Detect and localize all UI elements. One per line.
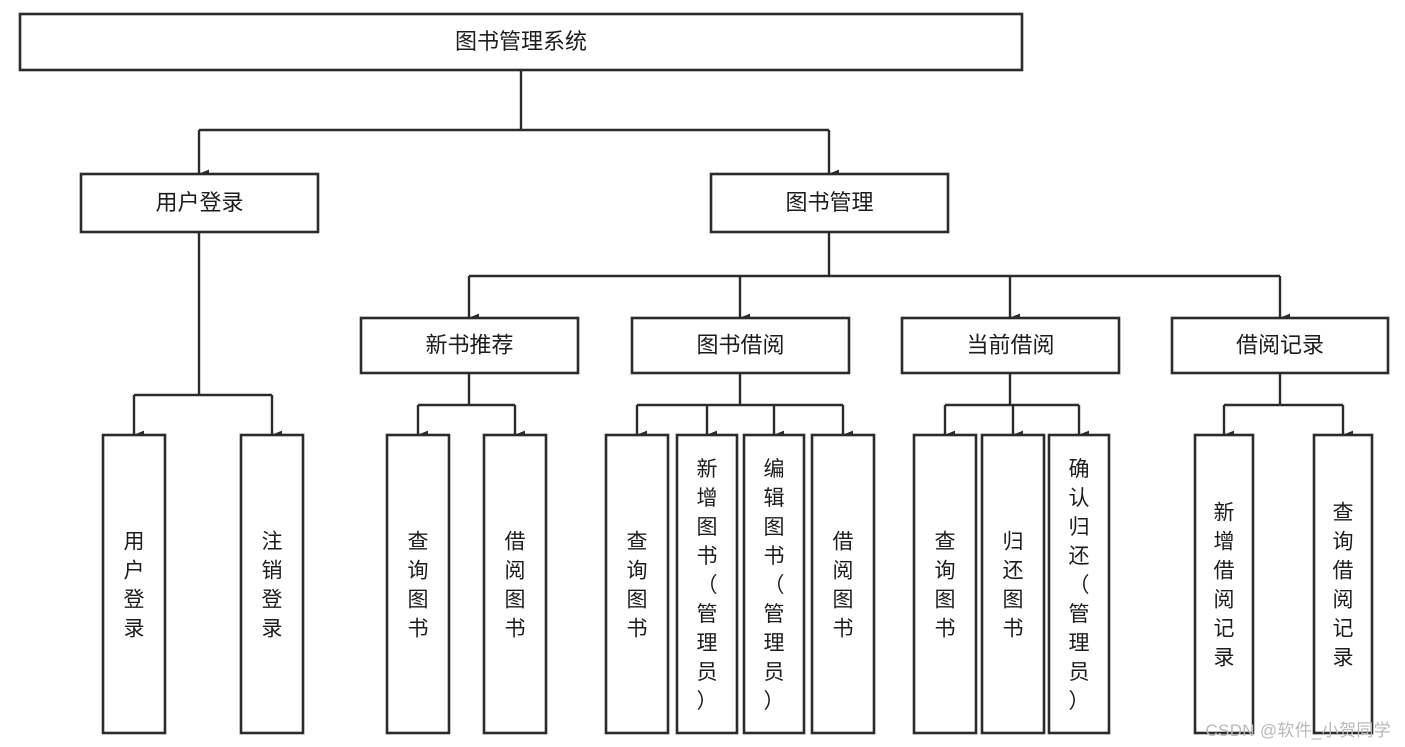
level3-node-借阅记录[interactable]: 借阅记录 [1170, 316, 1390, 375]
node-label: 新增图书（管理员） [697, 458, 718, 713]
node-box[interactable] [18, 12, 1024, 72]
node-label: 查询图书 [935, 531, 956, 641]
node-box[interactable] [1312, 433, 1374, 735]
node-label: 查询图书 [408, 531, 429, 641]
node-box[interactable] [1047, 433, 1111, 735]
node-label: 用户登录 [155, 190, 243, 215]
connector-level2-books-to-level3 [467, 232, 1291, 323]
node-label: 用户登录 [124, 531, 145, 641]
leaf-node-查询图书[interactable]: 查询图书 [912, 433, 978, 735]
leaf-node-查询图书[interactable]: 查询图书 [604, 433, 670, 735]
node-box[interactable] [101, 433, 167, 735]
node-box[interactable] [980, 433, 1046, 735]
connector-root-to-level2 [197, 70, 840, 179]
node-label: 新增借阅记录 [1214, 502, 1235, 670]
node-box[interactable] [742, 433, 806, 735]
leaf-node-新增借阅记录[interactable]: 新增借阅记录 [1193, 433, 1255, 735]
level2-node-用户登录[interactable]: 用户登录 [79, 172, 320, 234]
level3-node-新书推荐[interactable]: 新书推荐 [359, 316, 580, 375]
node-label: 查询借阅记录 [1333, 502, 1354, 670]
leaf-node-新增图书管理员[interactable]: 新增图书（管理员） [675, 433, 739, 735]
node-box[interactable] [604, 433, 670, 735]
connector-level2-login-to-leaves [132, 232, 283, 440]
leaf-node-注销登录[interactable]: 注销登录 [239, 433, 305, 735]
level3-node-图书借阅[interactable]: 图书借阅 [630, 316, 851, 375]
root-node-图书管理系统[interactable]: 图书管理系统 [18, 12, 1024, 72]
node-label: 当前借阅 [966, 332, 1054, 357]
leaf-node-归还图书[interactable]: 归还图书 [980, 433, 1046, 735]
node-label: 借阅图书 [833, 531, 854, 641]
node-label: 归还图书 [1003, 531, 1024, 641]
node-label: 借阅图书 [505, 531, 526, 641]
node-label: 编辑图书（管理员） [764, 458, 785, 713]
node-box[interactable] [630, 316, 851, 375]
node-box[interactable] [810, 433, 876, 735]
leaf-node-编辑图书管理员[interactable]: 编辑图书（管理员） [742, 433, 806, 735]
level3-node-当前借阅[interactable]: 当前借阅 [900, 316, 1121, 375]
connectors-layer [132, 70, 1354, 440]
node-box[interactable] [79, 172, 320, 234]
node-label: 图书借阅 [696, 332, 784, 357]
connector-level3-newbook-to-leaves [416, 373, 526, 440]
node-box[interactable] [1193, 433, 1255, 735]
leaf-node-确认归还管理员[interactable]: 确认归还（管理员） [1047, 433, 1111, 735]
leaf-node-用户登录[interactable]: 用户登录 [101, 433, 167, 735]
node-box[interactable] [912, 433, 978, 735]
connector-level3-current-to-leaves [943, 373, 1090, 440]
node-box[interactable] [359, 316, 580, 375]
node-label: 查询图书 [627, 531, 648, 641]
node-label: 新书推荐 [425, 332, 513, 357]
connector-level3-borrow-to-leaves [635, 373, 854, 440]
connector-level3-record-to-leaves [1222, 373, 1354, 440]
nodes-layer: 图书管理系统用户登录图书管理新书推荐图书借阅当前借阅借阅记录用户登录注销登录查询… [18, 12, 1390, 735]
node-label: 借阅记录 [1236, 332, 1324, 357]
node-box[interactable] [900, 316, 1121, 375]
node-label: 注销登录 [262, 531, 283, 641]
node-box[interactable] [709, 172, 950, 234]
node-box[interactable] [385, 433, 451, 735]
level2-node-图书管理[interactable]: 图书管理 [709, 172, 950, 234]
node-label: 图书管理系统 [455, 29, 587, 54]
leaf-node-借阅图书[interactable]: 借阅图书 [810, 433, 876, 735]
node-box[interactable] [482, 433, 548, 735]
node-box[interactable] [675, 433, 739, 735]
leaf-node-查询图书[interactable]: 查询图书 [385, 433, 451, 735]
node-box[interactable] [239, 433, 305, 735]
leaf-node-查询借阅记录[interactable]: 查询借阅记录 [1312, 433, 1374, 735]
node-label: 确认归还（管理员） [1069, 458, 1090, 713]
node-box[interactable] [1170, 316, 1390, 375]
node-label: 图书管理 [785, 190, 873, 215]
leaf-node-借阅图书[interactable]: 借阅图书 [482, 433, 548, 735]
